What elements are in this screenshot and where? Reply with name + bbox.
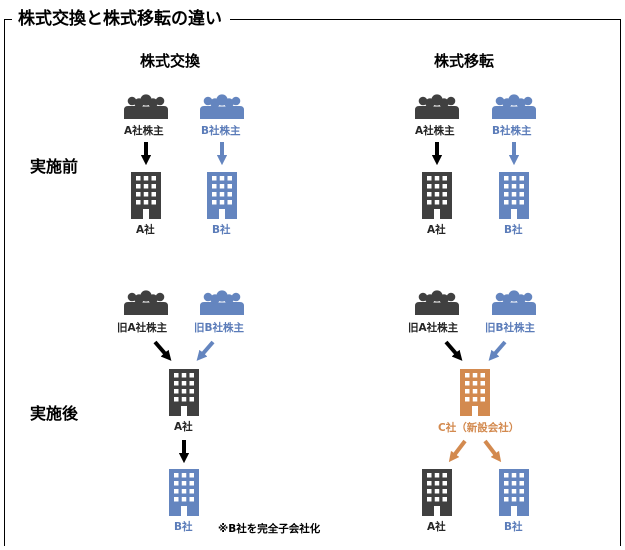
diagram-title: 株式交換と株式移転の違い [12,7,230,31]
label-c-company-new: C社（新設会社） [438,422,520,434]
people-icon [415,290,459,315]
building-icon [131,172,161,219]
building-icon [422,469,452,516]
building-icon [499,469,529,516]
column-header-share-exchange: 株式交換 [140,52,201,70]
label-a-company: A社 [136,224,155,236]
label-b-shareholders: B社株主 [201,125,241,137]
arrow-icon [483,439,502,463]
arrow-icon [488,340,507,361]
building-icon [499,172,529,219]
arrow-icon [153,340,172,361]
label-b-company: B社 [212,224,231,236]
arrow-icon [448,439,467,463]
building-icon [169,469,199,516]
label-a-company: A社 [427,224,446,236]
label-a-shareholders: A社株主 [415,125,455,137]
building-icon [207,172,237,219]
label-old-a-shareholders: 旧A社株主 [117,322,168,334]
note-full-subsidiary: ※B社を完全子会社化 [218,523,321,535]
people-icon [492,94,536,119]
label-b-shareholders: B社株主 [492,125,532,137]
arrow-icon [196,340,215,361]
arrow-icon [444,340,463,361]
people-icon [200,290,244,315]
people-icon [124,94,168,119]
label-b-company: B社 [504,224,523,236]
building-icon [460,369,490,416]
label-b-company: B社 [174,521,193,533]
column-header-share-transfer: 株式移転 [434,52,495,70]
label-old-a-shareholders: 旧A社株主 [408,322,459,334]
building-icon [422,172,452,219]
label-b-company: B社 [504,521,523,533]
label-a-shareholders: A社株主 [124,125,164,137]
people-icon [124,290,168,315]
label-a-company: A社 [427,521,446,533]
people-icon [492,290,536,315]
people-icon [415,94,459,119]
row-header-before: 実施前 [30,157,79,176]
label-old-b-shareholders: 旧B社株主 [485,322,536,334]
row-header-after: 実施後 [30,404,79,423]
people-icon [200,94,244,119]
label-old-b-shareholders: 旧B社株主 [194,322,245,334]
diagram-frame [4,19,621,546]
building-icon [169,369,199,416]
label-a-company: A社 [174,421,193,433]
